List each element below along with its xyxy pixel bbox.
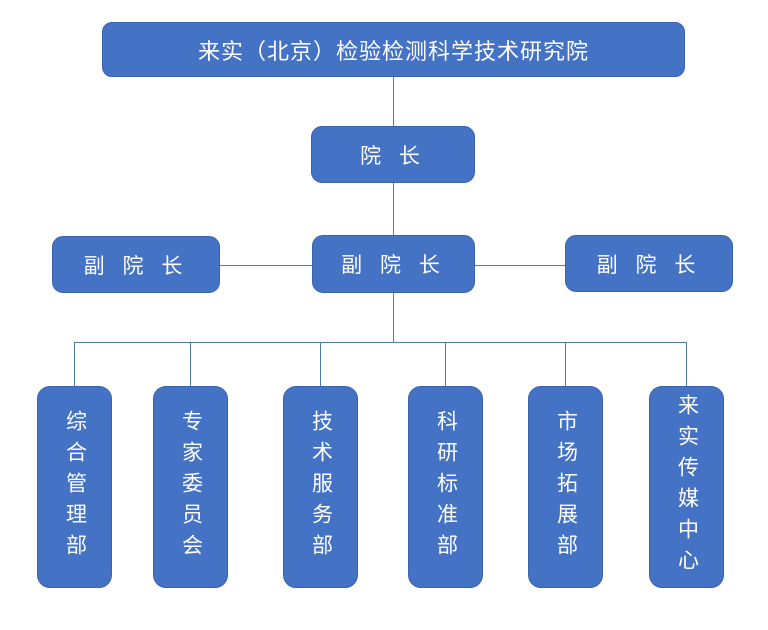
connector-president-vice-president [393, 183, 394, 235]
connector-institute-president [393, 77, 394, 126]
org-node-dept-research-standards: 科研标准部 [408, 386, 483, 588]
connector-drop-dept-6 [686, 342, 687, 386]
connector-drop-dept-1 [74, 342, 75, 386]
org-node-institute: 来实（北京）检验检测科学技术研究院 [102, 22, 685, 77]
org-node-vice-president-3: 副 院 长 [565, 235, 733, 292]
org-node-president: 院 长 [311, 126, 475, 183]
connector-vp-right [475, 265, 565, 266]
connector-vp-departments [393, 293, 394, 342]
org-node-vice-president-1: 副 院 长 [52, 236, 220, 293]
connector-drop-dept-5 [565, 342, 566, 386]
connector-department-bus [74, 342, 687, 343]
connector-drop-dept-4 [445, 342, 446, 386]
org-node-dept-media-center: 来实传媒中心 [649, 386, 724, 588]
org-node-dept-general-management: 综合管理部 [37, 386, 112, 588]
connector-drop-dept-3 [320, 342, 321, 386]
connector-vp-left [220, 265, 312, 266]
org-node-dept-market-development: 市场拓展部 [528, 386, 603, 588]
org-node-dept-technical-service: 技术服务部 [283, 386, 358, 588]
org-node-dept-expert-committee: 专家委员会 [153, 386, 228, 588]
org-node-vice-president-2: 副 院 长 [312, 235, 475, 293]
connector-drop-dept-2 [190, 342, 191, 386]
